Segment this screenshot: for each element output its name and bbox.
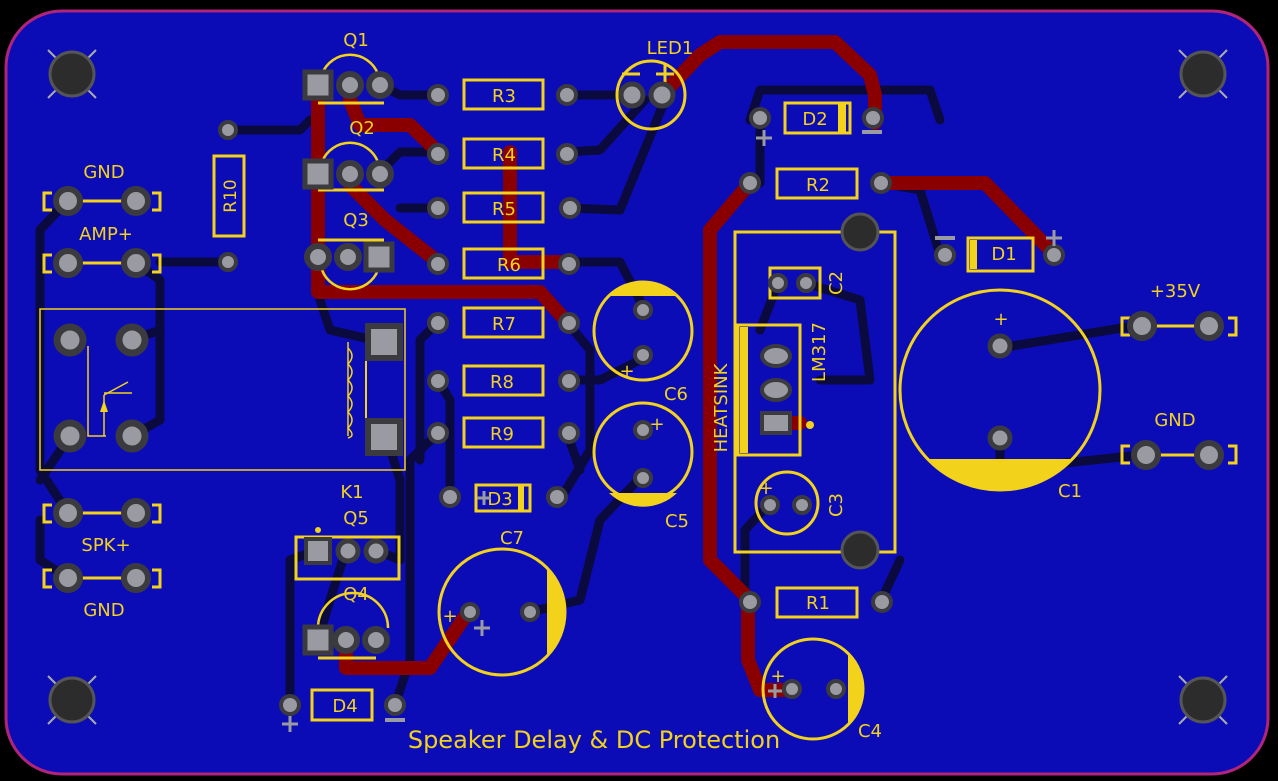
heatsink-outline: HEATSINK	[711, 212, 897, 570]
mounting-hole-br	[1178, 675, 1228, 725]
R8-label: R8	[490, 372, 514, 393]
pad	[53, 186, 83, 216]
pad	[121, 248, 151, 278]
D2-label: D2	[802, 109, 827, 130]
C7-plus: +	[442, 606, 457, 627]
connector-gnd-top[interactable]: GND	[42, 162, 162, 216]
connector-gnd-right-label: GND	[1154, 410, 1195, 431]
transistor-Q2[interactable]: Q2	[302, 118, 394, 192]
pad	[1194, 311, 1224, 341]
C5-label: C5	[665, 511, 689, 532]
mounting-hole-tr	[1178, 49, 1228, 99]
resistor-R1[interactable]: R1	[739, 586, 893, 619]
capacitor-C4[interactable]: + C4	[761, 637, 882, 742]
LED1-label: LED1	[647, 38, 694, 59]
Q3-label: Q3	[343, 210, 369, 231]
C2-label: C2	[826, 271, 847, 295]
C7-label: C7	[500, 528, 524, 549]
connector-spk-label: SPK+	[81, 535, 130, 556]
pad	[53, 563, 83, 593]
transistor-Q1[interactable]: Q1	[302, 30, 394, 105]
board-title: Speaker Delay & DC Protection	[408, 726, 780, 754]
diode-D1[interactable]: D1	[934, 230, 1065, 273]
regulator-LM317[interactable]: LM317	[736, 322, 830, 457]
connector-gnd-right[interactable]: GND	[1120, 410, 1238, 470]
R6-label: R6	[497, 255, 521, 276]
capacitor-C2[interactable]: C2	[768, 266, 847, 300]
HEATSINK-label: HEATSINK	[711, 362, 732, 452]
pad	[53, 248, 83, 278]
C3-plus: +	[758, 478, 773, 499]
R2-label: R2	[806, 175, 830, 196]
capacitor-C3[interactable]: + C3	[754, 470, 847, 536]
C6-plus: +	[619, 361, 634, 382]
Q2-label: Q2	[349, 118, 375, 139]
resistor-R2[interactable]: R2	[739, 167, 892, 200]
diode-D2[interactable]: D2	[749, 101, 884, 146]
C5-plus: +	[649, 414, 664, 435]
pad	[1194, 440, 1224, 470]
pad	[121, 186, 151, 216]
resistor-R3[interactable]: R3	[427, 78, 578, 111]
transistor-Q5[interactable]: Q5	[294, 508, 401, 581]
connector-amp-label: AMP+	[79, 224, 133, 245]
resistor-R10[interactable]: R10	[212, 120, 246, 272]
connector-gnd-bottom-label: GND	[83, 600, 124, 621]
mounting-holes	[47, 49, 1228, 725]
K1-label: K1	[340, 482, 363, 503]
pad	[121, 498, 151, 528]
connector-vin[interactable]: +35V	[1120, 281, 1238, 341]
D3-label: D3	[487, 489, 512, 510]
R4-label: R4	[492, 145, 516, 166]
diode-D3[interactable]: D3	[439, 483, 568, 513]
R9-label: R9	[490, 424, 514, 445]
C1-label: C1	[1058, 481, 1082, 502]
resistor-R7[interactable]: R7	[427, 306, 580, 339]
resistor-R8[interactable]: R8	[427, 364, 580, 397]
connector-gnd-top-label: GND	[83, 162, 124, 183]
R1-label: R1	[806, 593, 830, 614]
led-LED1[interactable]: LED1	[615, 38, 694, 131]
R3-label: R3	[492, 86, 516, 107]
capacitor-C1[interactable]: + C1	[898, 288, 1102, 502]
Q5-label: Q5	[343, 508, 369, 529]
connector-gnd-bottom[interactable]: GND	[42, 563, 162, 621]
resistor-R4[interactable]: R4	[427, 137, 578, 170]
C4-label: C4	[858, 721, 882, 742]
resistor-R6[interactable]: R6	[427, 247, 580, 280]
R7-label: R7	[492, 314, 516, 335]
transistor-Q3[interactable]: Q3	[304, 210, 395, 291]
relay-K1[interactable]: K1	[39, 308, 406, 503]
transistor-Q4[interactable]: Q4	[302, 584, 390, 660]
connector-vin-label: +35V	[1150, 281, 1201, 302]
D4-label: D4	[332, 696, 357, 717]
C6-label: C6	[664, 384, 688, 405]
C3-label: C3	[826, 493, 847, 517]
pad	[1131, 440, 1161, 470]
mounting-hole-tl	[47, 49, 97, 99]
diode-D4[interactable]: D4	[279, 688, 406, 732]
resistor-R9[interactable]: R9	[427, 416, 580, 449]
capacitor-C6[interactable]: + C6	[592, 280, 694, 405]
connector-amp[interactable]: AMP+	[42, 224, 162, 278]
resistor-R5[interactable]: R5	[427, 191, 581, 224]
pad	[121, 563, 151, 593]
pad	[1127, 311, 1157, 341]
C1-plus: +	[993, 309, 1008, 330]
Q1-label: Q1	[343, 30, 369, 51]
R5-label: R5	[492, 199, 516, 220]
C4-plus: +	[770, 666, 785, 687]
capacitor-C5[interactable]: + C5	[592, 401, 694, 532]
D1-label: D1	[991, 244, 1016, 265]
capacitor-C7[interactable]: C7 +	[437, 528, 567, 677]
R10-label: R10	[221, 179, 241, 212]
mounting-hole-bl	[47, 675, 97, 725]
LM317-label: LM317	[809, 322, 830, 382]
pad	[53, 498, 83, 528]
connector-spk[interactable]: SPK+	[42, 498, 162, 556]
Q4-label: Q4	[343, 584, 369, 605]
